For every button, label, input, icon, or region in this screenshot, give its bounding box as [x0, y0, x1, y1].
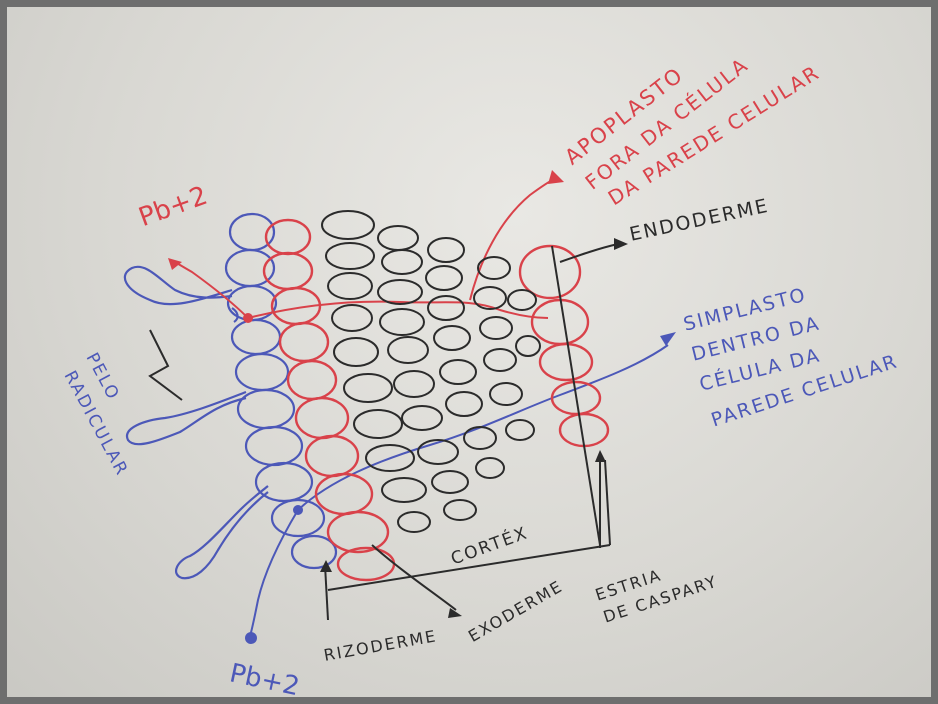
pelo-radicular-bracket: [150, 330, 182, 400]
endoderme-cells: [520, 246, 608, 446]
apoplasto-arrow-head: [548, 170, 564, 184]
caspary-and-cortex-lines: [325, 244, 618, 620]
pb-red-dot-cell: [243, 313, 253, 323]
pb-blue-dot-cell: [293, 505, 303, 515]
apoplasto-pathway: [175, 178, 556, 318]
exoderme-cells: [264, 220, 394, 580]
pb-blue-source-dot: [245, 632, 257, 644]
caspary-arrow-head: [595, 450, 606, 462]
simplasto-arrow-head: [660, 332, 676, 346]
endoderme-arrow-head: [614, 238, 628, 250]
cortex-cells: [322, 211, 540, 532]
